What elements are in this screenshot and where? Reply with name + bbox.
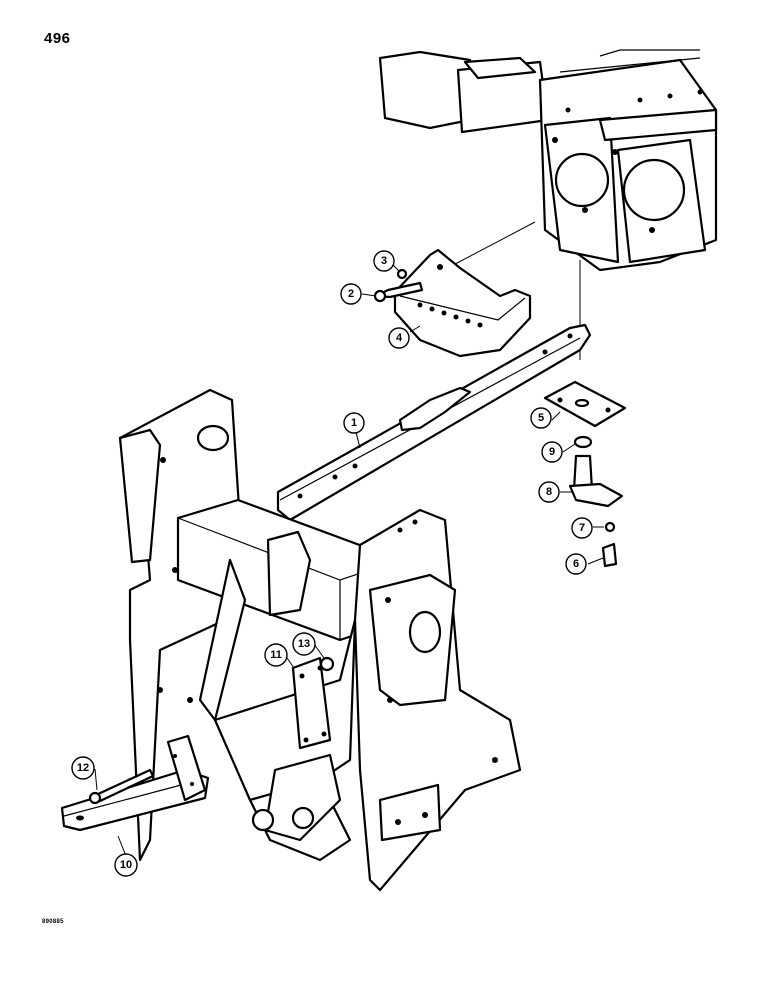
lower-guide-frame [198,558,357,862]
frame-cross-tube [176,498,402,642]
callout-leaders [94,263,604,857]
callout-8: 8 [538,481,560,503]
figure-code: 890885 [42,919,64,925]
cap-screw [601,542,618,568]
callout-3: 3 [373,250,395,272]
frame-right-upright [353,508,522,892]
flat-washer [573,435,593,449]
callout-2: 2 [340,283,362,305]
svg-text:7: 7 [579,522,585,534]
bracket-bolt [373,281,424,303]
svg-text:9: 9 [549,446,555,458]
callout-4: 4 [388,327,410,349]
callout-1: 1 [343,412,365,434]
svg-text:10: 10 [120,859,132,871]
svg-text:4: 4 [396,332,403,344]
svg-text:3: 3 [381,255,387,267]
svg-text:8: 8 [546,486,552,498]
callout-5: 5 [530,407,552,429]
svg-text:13: 13 [298,638,310,650]
drawbar [276,323,592,522]
svg-text:6: 6 [573,558,579,570]
saddle-bracket [393,248,532,358]
callout-11: 11 [264,643,288,667]
svg-text:2: 2 [348,288,354,300]
callout-7: 7 [571,517,593,539]
svg-text:12: 12 [77,762,89,774]
callout-6: 6 [565,553,587,575]
mounting-plate [543,380,627,428]
callout-10: 10 [114,853,138,877]
callout-12: 12 [71,756,95,780]
page-number: 496 [44,30,71,47]
svg-text:1: 1 [351,417,357,429]
transmission-housing [378,49,718,272]
swinging-drawbar [60,734,210,832]
wear-plate [291,656,332,750]
lock-washer-lower [604,521,616,533]
hitch-pin [568,454,624,508]
svg-text:5: 5 [538,412,544,424]
callout-9: 9 [541,441,563,463]
long-bolt [88,768,155,805]
callout-13: 13 [292,632,316,656]
svg-text:11: 11 [270,649,282,661]
hex-nut [319,656,335,672]
